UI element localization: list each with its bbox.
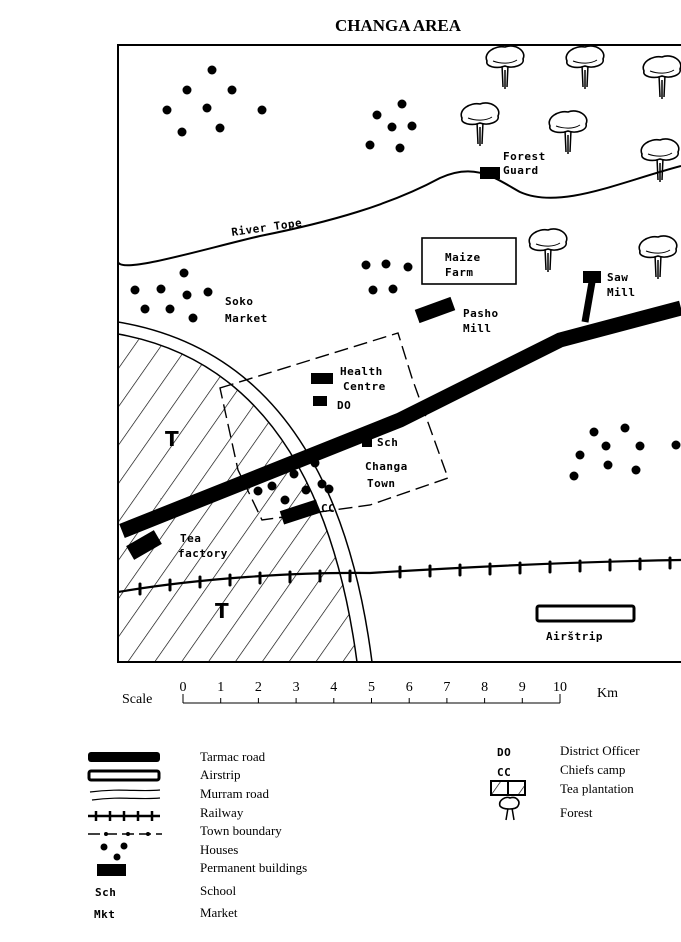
tea-factory-building: [126, 530, 162, 560]
scale-tick-label: 5: [368, 680, 375, 695]
scale-tick-label: 1: [217, 680, 224, 695]
murram-road-inner: [118, 333, 358, 662]
changa-town-label: Changa: [365, 460, 408, 473]
scale-tick-label: 6: [406, 680, 413, 695]
legend-forest: Forest: [560, 805, 593, 820]
changa-town-label-2: Town: [367, 477, 396, 490]
scale-label: Scale: [122, 692, 152, 707]
tree-icon: [485, 45, 525, 90]
scale-tick-label: 7: [443, 680, 450, 695]
legend-left: Sch Mkt Tarmac road Airstrip Murram road…: [87, 749, 307, 921]
legend-school: School: [200, 883, 237, 898]
tea-factory-label: Tea: [180, 532, 201, 545]
legend-railway: Railway: [200, 805, 244, 820]
tea-plantation-area: [118, 335, 357, 662]
scale-tick-label: 0: [180, 680, 187, 695]
maize-farm-label-2: Farm: [445, 266, 474, 279]
legend-permanent-buildings: Permanent buildings: [200, 860, 307, 875]
saw-mill-label: Saw: [607, 271, 628, 284]
tea-plantation-marker-2: T: [215, 599, 229, 623]
tree-icon: [528, 228, 568, 273]
tree-icon: [548, 110, 588, 155]
tree-icon: [460, 102, 500, 147]
cc-symbol: CC: [497, 766, 511, 779]
cc-label: CC: [321, 502, 335, 515]
tree-icon: [642, 55, 681, 100]
tarmac-road-symbol: [88, 752, 160, 762]
houses: [130, 65, 681, 505]
legend-tarmac-road: Tarmac road: [200, 749, 266, 764]
permanent-buildings-symbol: [97, 864, 126, 876]
pasho-mill-label: Pasho: [463, 307, 499, 320]
murram-road: [118, 321, 373, 662]
houses-symbol: [100, 842, 128, 861]
do-symbol: DO: [497, 746, 511, 759]
saw-mill-label-2: Mill: [607, 286, 636, 299]
forest-guard-label: Forest: [503, 150, 546, 163]
do-label: DO: [337, 399, 351, 412]
pasho-mill-building: [414, 296, 456, 324]
scale-tick-label: 3: [293, 680, 300, 695]
school-building: [362, 437, 372, 447]
do-building: [313, 396, 327, 406]
forest-guard-label-2: Guard: [503, 164, 539, 177]
scale-unit: Km: [597, 686, 618, 701]
soko-market-label: Soko: [225, 295, 254, 308]
murram-road-symbol: [89, 789, 161, 801]
saw-mill-building: [583, 271, 601, 283]
legend-town-boundary: Town boundary: [200, 823, 282, 838]
legend-right: DO CC District Officer Chiefs camp Tea p…: [490, 743, 640, 821]
health-centre-label: Health: [340, 365, 383, 378]
map-area: River Tope Forest Guard Maize Farm Saw M…: [118, 45, 681, 662]
legend-chiefs-camp: Chiefs camp: [560, 762, 625, 777]
tree-icon: [638, 235, 678, 280]
tree-icon: [565, 45, 605, 90]
sch-label: Sch: [377, 436, 398, 449]
maize-farm: [421, 237, 517, 285]
forest-symbol: [498, 796, 520, 821]
legend-market: Market: [200, 905, 238, 920]
scale-tick-label: 8: [481, 680, 488, 695]
tarmac-road: [119, 300, 681, 538]
legend-airstrip: Airstrip: [200, 767, 240, 782]
airstrip-label: Airštrip: [546, 630, 603, 643]
town-boundary-symbol: [88, 832, 162, 836]
chiefs-camp-building: [279, 499, 321, 525]
forest-guard-building: [480, 167, 500, 179]
scale-bar: Scale 0 1 2 3 4 5 6 7 8 9 10 Km: [122, 680, 618, 707]
market-symbol: Mkt: [94, 908, 115, 921]
legend-tea-plantation: Tea plantation: [560, 781, 634, 796]
airstrip: [535, 604, 636, 623]
legend-murram-road: Murram road: [200, 786, 269, 801]
health-centre-building: [311, 373, 333, 384]
pasho-mill-label-2: Mill: [463, 322, 492, 335]
map-title: CHANGA AREA: [335, 16, 462, 35]
legend-district-officer: District Officer: [560, 743, 640, 758]
scale-tick-label: 2: [255, 680, 262, 695]
map-frame: [117, 44, 681, 663]
health-centre-label-2: Centre: [343, 380, 386, 393]
maize-farm-label: Maize: [445, 251, 481, 264]
school-symbol: Sch: [95, 886, 116, 899]
scale-tick-label: 9: [519, 680, 526, 695]
permanent-buildings: [126, 167, 601, 560]
town-boundary: [219, 332, 449, 521]
saw-mill-access-road: [581, 281, 596, 323]
airstrip-symbol: [87, 769, 161, 782]
tea-factory-label-2: factory: [178, 547, 228, 560]
railway-symbol: [88, 811, 160, 821]
railway: [118, 556, 681, 596]
soko-market-label-2: Market: [225, 312, 268, 325]
legend-houses: Houses: [200, 842, 238, 857]
scale-tick-label: 4: [330, 680, 337, 695]
river-tope: [118, 165, 681, 267]
scale-tick-label: 10: [553, 680, 567, 695]
tea-plantation-marker: T: [165, 427, 179, 451]
